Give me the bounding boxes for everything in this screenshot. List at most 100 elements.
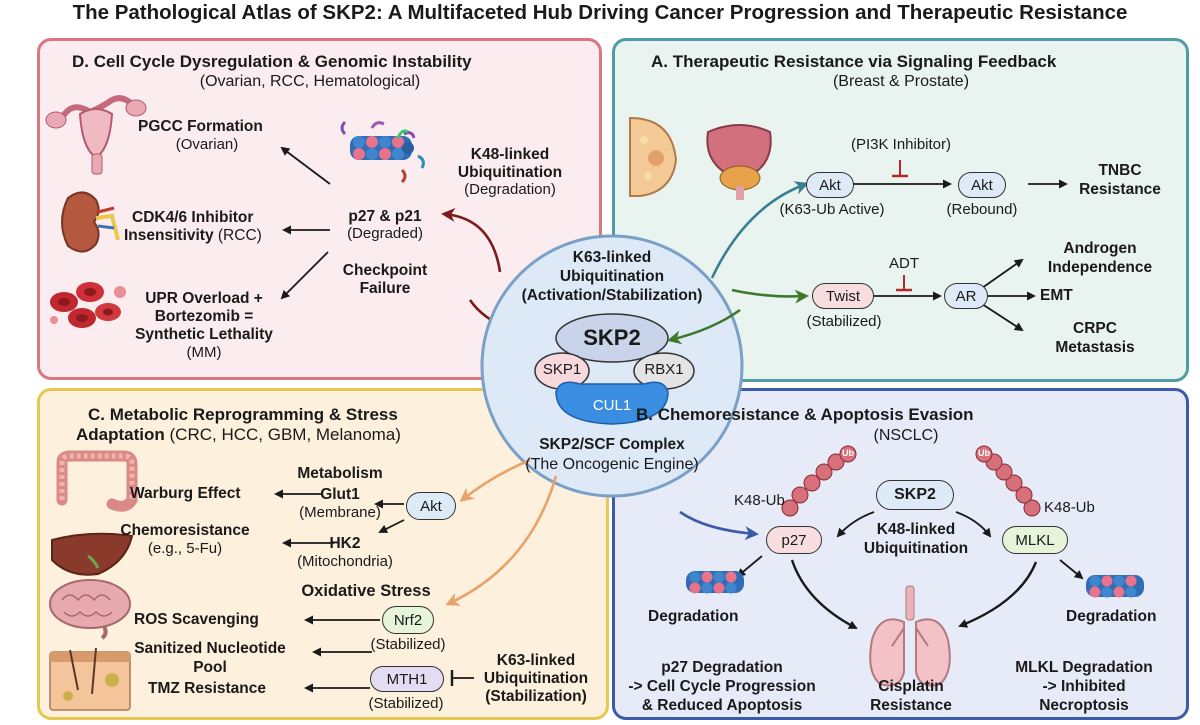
red-blood-cells-icon	[50, 282, 126, 328]
metabolism-label: Metabolism	[297, 465, 383, 482]
twist-label: Twist	[825, 287, 861, 305]
crpc-label-2: Metastasis	[1055, 339, 1135, 356]
ros-label: ROS Scavenging	[134, 611, 259, 628]
ub-label: Ub	[978, 448, 990, 458]
checkpoint-label-2: Failure	[359, 280, 411, 297]
tnbc-label-1: TNBC	[1098, 162, 1142, 179]
panel-d-subheading: (Ovarian, RCC, Hematological)	[199, 73, 421, 90]
skp2-label-b: SKP2	[894, 486, 936, 503]
akt-active-sub: (K63-Ub Active)	[779, 201, 885, 218]
nrf2-label: Nrf2	[393, 611, 423, 629]
chemo-label-2: (e.g., 5-Fu)	[147, 540, 223, 557]
proteasome-icon	[340, 120, 425, 184]
mth1-label: MTH1	[386, 670, 428, 688]
degradation-left-label: Degradation	[648, 608, 739, 625]
upr-label-1: UPR Overload +	[145, 290, 263, 307]
k48ub-left-label: K48-Ub	[734, 492, 785, 509]
tmz-label: TMZ Resistance	[148, 680, 267, 697]
pgcc-label: PGCC Formation	[138, 118, 263, 135]
mlkldeg-label-2: -> Inhibited	[1042, 678, 1126, 695]
akt-active-pill: Akt	[806, 172, 854, 198]
mth1-sub: (Stabilized)	[368, 695, 444, 712]
upr-label-4: (MM)	[186, 344, 222, 361]
c-k63-label-1: K63-linked	[496, 652, 576, 669]
b-k48-label-2: Ubiquitination	[863, 540, 969, 557]
b-k48-label-1: K48-linked	[876, 521, 956, 538]
skin-icon	[49, 647, 131, 711]
ub-chain-right	[975, 445, 1041, 517]
p27-p21-sub: (Degraded)	[347, 225, 423, 242]
sanitized-label-2: Pool	[193, 659, 227, 676]
lungs-icon	[869, 585, 951, 687]
sanitized-label-1: Sanitized Nucleotide	[134, 640, 286, 657]
hk2-label: HK2	[329, 535, 361, 552]
akt-label-c: Akt	[420, 497, 442, 515]
upr-label-3: Synthetic Lethality	[135, 326, 273, 343]
cul1-shape	[555, 381, 669, 425]
brain-icon	[49, 579, 131, 640]
panel-c-adaptation: Adaptation	[76, 425, 165, 444]
figure-title: The Pathological Atlas of SKP2: A Multif…	[72, 1, 1128, 24]
center-circle	[480, 234, 744, 498]
pi3k-label: (PI3K Inhibitor)	[850, 136, 952, 153]
cul1-label: CUL1	[592, 397, 632, 414]
cdk-insensitivity: Insensitivity	[124, 227, 214, 244]
akt-rebound-sub: (Rebound)	[946, 201, 1018, 218]
uterus-icon	[45, 95, 147, 175]
mlkldeg-label-3: Necroptosis	[1039, 697, 1129, 714]
panel-a-subheading: (Breast & Prostate)	[832, 73, 970, 90]
nrf2-pill: Nrf2	[382, 606, 434, 634]
ar-label: AR	[955, 287, 977, 305]
cdk-label-1: CDK4/6 Inhibitor	[132, 209, 254, 226]
twist-pill: Twist	[812, 283, 874, 309]
panel-b-subheading: (NSCLC)	[873, 427, 939, 444]
checkpoint-label-1: Checkpoint	[342, 262, 428, 279]
adt-label: ADT	[889, 255, 919, 272]
upr-label-2: Bortezomib =	[154, 308, 254, 325]
p27-p21-label: p27 & p21	[348, 208, 422, 225]
nrf2-sub: (Stabilized)	[370, 636, 446, 653]
chemo-label-1: Chemoresistance	[120, 522, 250, 539]
oxidative-stress-label: Oxidative Stress	[301, 582, 431, 600]
liver-icon	[51, 532, 134, 576]
cisplatin-label-2: Resistance	[870, 697, 952, 714]
skp1-label: SKP1	[542, 361, 582, 378]
androgen-label-2: Independence	[1047, 259, 1153, 276]
rbx1-label: RBX1	[644, 361, 684, 378]
glut1-sub: (Membrane)	[299, 504, 381, 521]
kidney-icon	[61, 191, 120, 253]
panel-c-heading-2: Adaptation (CRC, HCC, GBM, Melanoma)	[76, 425, 401, 444]
androgen-label-1: Androgen	[1063, 240, 1137, 257]
panel-c-heading-1: C. Metabolic Reprogramming & Stress	[88, 405, 398, 424]
pgcc-sub: (Ovarian)	[175, 136, 239, 153]
mlkl-pill: MLKL	[1002, 526, 1068, 554]
c-k63-label-3: (Stabilization)	[485, 688, 587, 705]
prostate-icon	[706, 124, 772, 200]
panel-c-cancers: (CRC, HCC, GBM, Melanoma)	[164, 425, 401, 444]
p27-pill: p27	[766, 526, 822, 554]
p27deg-label-2: -> Cell Cycle Progression	[628, 678, 816, 695]
cisplatin-label-1: Cisplatin	[878, 678, 944, 695]
degradation-right-label: Degradation	[1066, 608, 1157, 625]
proteasome-icon	[1086, 575, 1144, 598]
p27deg-label-3: & Reduced Apoptosis	[641, 697, 803, 714]
cdk-rcc: (RCC)	[213, 227, 262, 244]
glut1-label: Glut1	[320, 486, 360, 503]
k48ub-right-label: K48-Ub	[1044, 499, 1095, 516]
k48-label-1: K48-linked	[470, 146, 550, 163]
colon-icon	[56, 450, 138, 512]
akt-active-label: Akt	[819, 176, 841, 194]
p27-label: p27	[781, 531, 807, 549]
p27deg-label-1: p27 Degradation	[661, 659, 783, 676]
ar-pill: AR	[944, 283, 988, 309]
akt-pill-c: Akt	[406, 492, 456, 520]
akt-rebound-pill: Akt	[958, 172, 1006, 198]
mth1-pill: MTH1	[370, 666, 444, 692]
complex-label-1: SKP2/SCF Complex	[539, 436, 685, 453]
center-k63-label-2: Ubiquitination	[559, 268, 665, 285]
center-k63-label-1: K63-linked	[572, 249, 652, 266]
emt-label: EMT	[1040, 287, 1073, 304]
akt-rebound-label: Akt	[971, 176, 993, 194]
tnbc-label-2: Resistance	[1079, 181, 1161, 198]
